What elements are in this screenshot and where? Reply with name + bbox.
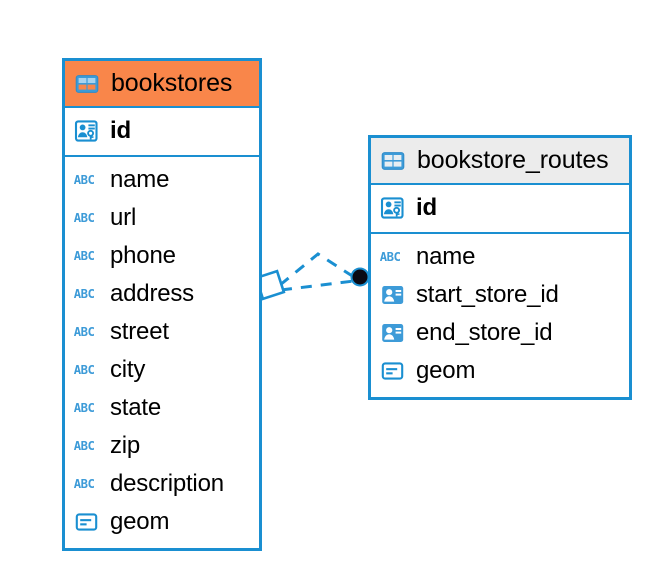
text-field-icon: ABC [73,439,95,453]
primary-key-section: id [371,185,629,234]
field-section-bookstore-routes: ABC name start_store_id [371,234,629,397]
field-row-geom[interactable]: geom [371,352,629,390]
field-label: end_store_id [416,319,553,346]
foreign-key-icon [380,282,406,308]
entity-title: bookstores [111,69,233,97]
field-label: state [110,394,162,421]
field-row-url[interactable]: ABC url [65,199,259,237]
foreign-key-icon [380,320,406,346]
relationship-line-upper [279,252,358,287]
text-field-icon: ABC [73,211,95,225]
field-label: phone [110,242,176,269]
geometry-field-icon [380,358,406,384]
field-label: id [416,194,437,221]
field-row-start-store-id[interactable]: start_store_id [371,276,629,314]
text-field-icon: ABC [73,325,95,339]
field-label: geom [110,508,170,535]
relationship-line-lower [280,279,355,292]
field-row-name[interactable]: ABC name [65,161,259,199]
text-field-icon: ABC [379,250,401,264]
primary-key-icon [380,195,406,221]
field-row-city[interactable]: ABC city [65,351,259,389]
field-row-state[interactable]: ABC state [65,389,259,427]
relationship-dot-marker [350,267,370,287]
primary-key-icon [74,118,100,144]
field-label: start_store_id [416,281,559,308]
field-row-phone[interactable]: ABC phone [65,237,259,275]
text-field-icon: ABC [73,249,95,263]
geometry-field-icon [74,509,100,535]
field-label: address [110,280,194,307]
entity-header-bookstore-routes[interactable]: bookstore_routes [371,138,629,185]
field-label: zip [110,432,141,459]
table-icon [74,71,100,97]
field-label: geom [416,357,476,384]
field-label: name [416,243,476,270]
field-row-address[interactable]: ABC address [65,275,259,313]
field-label: url [110,204,137,231]
text-field-icon: ABC [73,287,95,301]
field-label: street [110,318,169,345]
field-row-id[interactable]: id [371,189,629,227]
primary-key-section: id [65,108,259,157]
field-section-bookstores: ABC name ABC url ABC phone ABC address A… [65,157,259,548]
entity-bookstore-routes[interactable]: bookstore_routes id [368,135,632,400]
entity-bookstores[interactable]: bookstores id [62,58,262,551]
text-field-icon: ABC [73,477,95,491]
text-field-icon: ABC [73,401,95,415]
entity-header-bookstores[interactable]: bookstores [65,61,259,108]
table-icon [380,148,406,174]
field-label: city [110,356,146,383]
field-row-geom[interactable]: geom [65,503,259,541]
field-row-zip[interactable]: ABC zip [65,427,259,465]
field-row-id[interactable]: id [65,112,259,150]
field-label: description [110,470,224,497]
field-label: id [110,117,131,144]
text-field-icon: ABC [73,363,95,377]
field-row-name[interactable]: ABC name [371,238,629,276]
field-row-end-store-id[interactable]: end_store_id [371,314,629,352]
entity-title: bookstore_routes [417,146,609,174]
field-label: name [110,166,170,193]
field-row-description[interactable]: ABC description [65,465,259,503]
field-row-street[interactable]: ABC street [65,313,259,351]
text-field-icon: ABC [73,173,95,187]
